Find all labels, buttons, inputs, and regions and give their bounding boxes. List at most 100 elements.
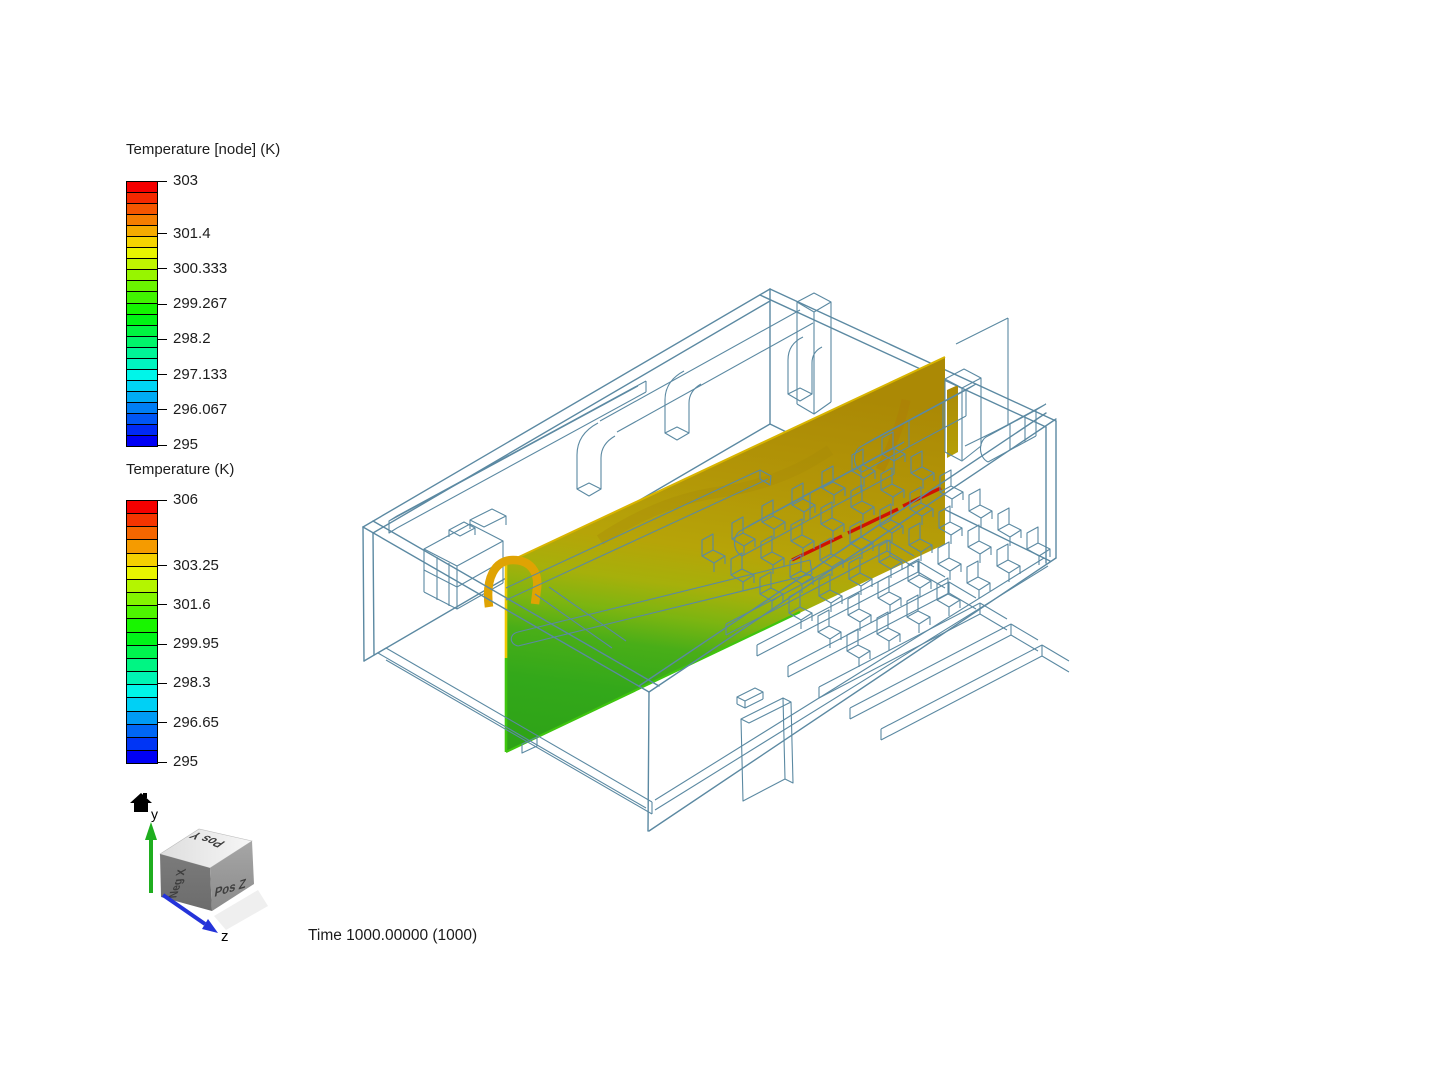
chair — [938, 505, 963, 544]
y-axis-label: y — [151, 806, 158, 822]
floor-step — [787, 581, 977, 678]
colorbar-segment — [127, 391, 157, 403]
chair — [878, 539, 903, 578]
tick-label: 301.6 — [173, 595, 211, 613]
chair — [849, 520, 874, 559]
chair — [819, 537, 844, 576]
colorbar-segment — [127, 270, 157, 282]
colorbar-segment — [127, 501, 157, 515]
colorbar-segment — [127, 347, 157, 359]
room-wireframe-front — [362, 368, 1070, 832]
colorbar-segment — [127, 204, 157, 216]
chair — [966, 560, 991, 599]
tick-label: 298.3 — [173, 674, 211, 692]
tick-label: 297.133 — [173, 365, 228, 383]
colorbar-segment — [127, 215, 157, 227]
chair — [820, 501, 845, 540]
tiered-floor-steps — [725, 539, 1070, 741]
chair — [791, 482, 816, 521]
room-wireframe-back — [362, 288, 1057, 662]
tick-label: 298.2 — [173, 330, 211, 348]
chair — [761, 499, 786, 538]
z-axis-label: z — [221, 928, 229, 945]
chair — [1026, 526, 1051, 565]
chair — [846, 628, 871, 667]
colorbar-segment — [127, 281, 157, 293]
tick-label: 295 — [173, 753, 199, 770]
home-icon[interactable] — [130, 793, 152, 812]
seating-chairs — [701, 431, 1051, 667]
chair — [817, 609, 842, 648]
tick-mark — [157, 604, 167, 606]
chair — [818, 573, 843, 612]
colorbar-segment — [127, 402, 157, 414]
cube-face-left[interactable] — [160, 854, 212, 911]
colorbar-segment — [127, 514, 157, 528]
chair — [730, 552, 755, 591]
colorbar-segment — [127, 259, 157, 271]
floor-step — [725, 539, 915, 636]
y-axis-arrowhead — [145, 822, 157, 840]
cube-shadow — [214, 890, 268, 930]
chair — [996, 543, 1021, 582]
colorbar-segment — [127, 425, 157, 437]
colorbar-segment — [127, 303, 157, 315]
chair — [906, 594, 931, 633]
colorbar-segment — [127, 698, 157, 712]
colorbar-segment — [127, 248, 157, 260]
colorbar-segment — [127, 750, 157, 764]
colorbar-segment — [127, 685, 157, 699]
colorbar-segment — [127, 553, 157, 567]
colorbar-segment — [127, 336, 157, 348]
cube-face-right[interactable] — [210, 841, 254, 911]
legend-title: Temperature (K) — [126, 461, 235, 478]
tick-label: 299.267 — [173, 295, 228, 313]
chair — [908, 522, 933, 561]
tick-label: 300.333 — [173, 259, 228, 277]
chair — [879, 503, 904, 542]
colorbar-segment — [127, 566, 157, 580]
colorbar-segment — [127, 527, 157, 541]
colorbar-segment — [127, 413, 157, 426]
tick-mark — [157, 643, 167, 645]
colorbar — [126, 181, 158, 447]
colorbar-segment — [127, 658, 157, 673]
tick-mark — [157, 444, 167, 446]
chair — [760, 535, 785, 574]
colorbar-segment — [127, 193, 157, 205]
colorbar-segment — [127, 619, 157, 633]
colorbar-segment — [127, 436, 157, 447]
chair — [907, 558, 932, 597]
colorbar-segment — [127, 540, 157, 554]
tick-mark — [157, 565, 167, 566]
tick-mark — [157, 722, 167, 724]
colorbar-segment — [127, 632, 157, 646]
colorbar-segment — [127, 380, 157, 392]
tick-label: 301.4 — [173, 224, 211, 242]
tick-mark — [157, 303, 167, 305]
tick-label: 306 — [173, 491, 199, 508]
chair — [881, 431, 906, 470]
chair — [789, 554, 814, 593]
tick-mark — [157, 499, 167, 501]
chair — [937, 541, 962, 580]
floor-step — [849, 623, 1039, 720]
nav-cube[interactable]: Pos Y Neg X Pos Z y z — [130, 793, 268, 945]
door — [740, 697, 794, 802]
tick-mark — [157, 374, 167, 376]
colorbar-segment — [127, 369, 157, 381]
desk-diffuser — [853, 383, 977, 473]
chair — [910, 450, 935, 489]
z-axis-arrowhead — [202, 919, 218, 933]
chair — [997, 507, 1022, 546]
tick-label: 299.95 — [173, 635, 219, 653]
streamline-hook — [483, 555, 542, 608]
slice-plane — [504, 356, 958, 754]
floor-step — [880, 644, 1070, 741]
chair — [790, 518, 815, 557]
chair — [968, 488, 993, 527]
